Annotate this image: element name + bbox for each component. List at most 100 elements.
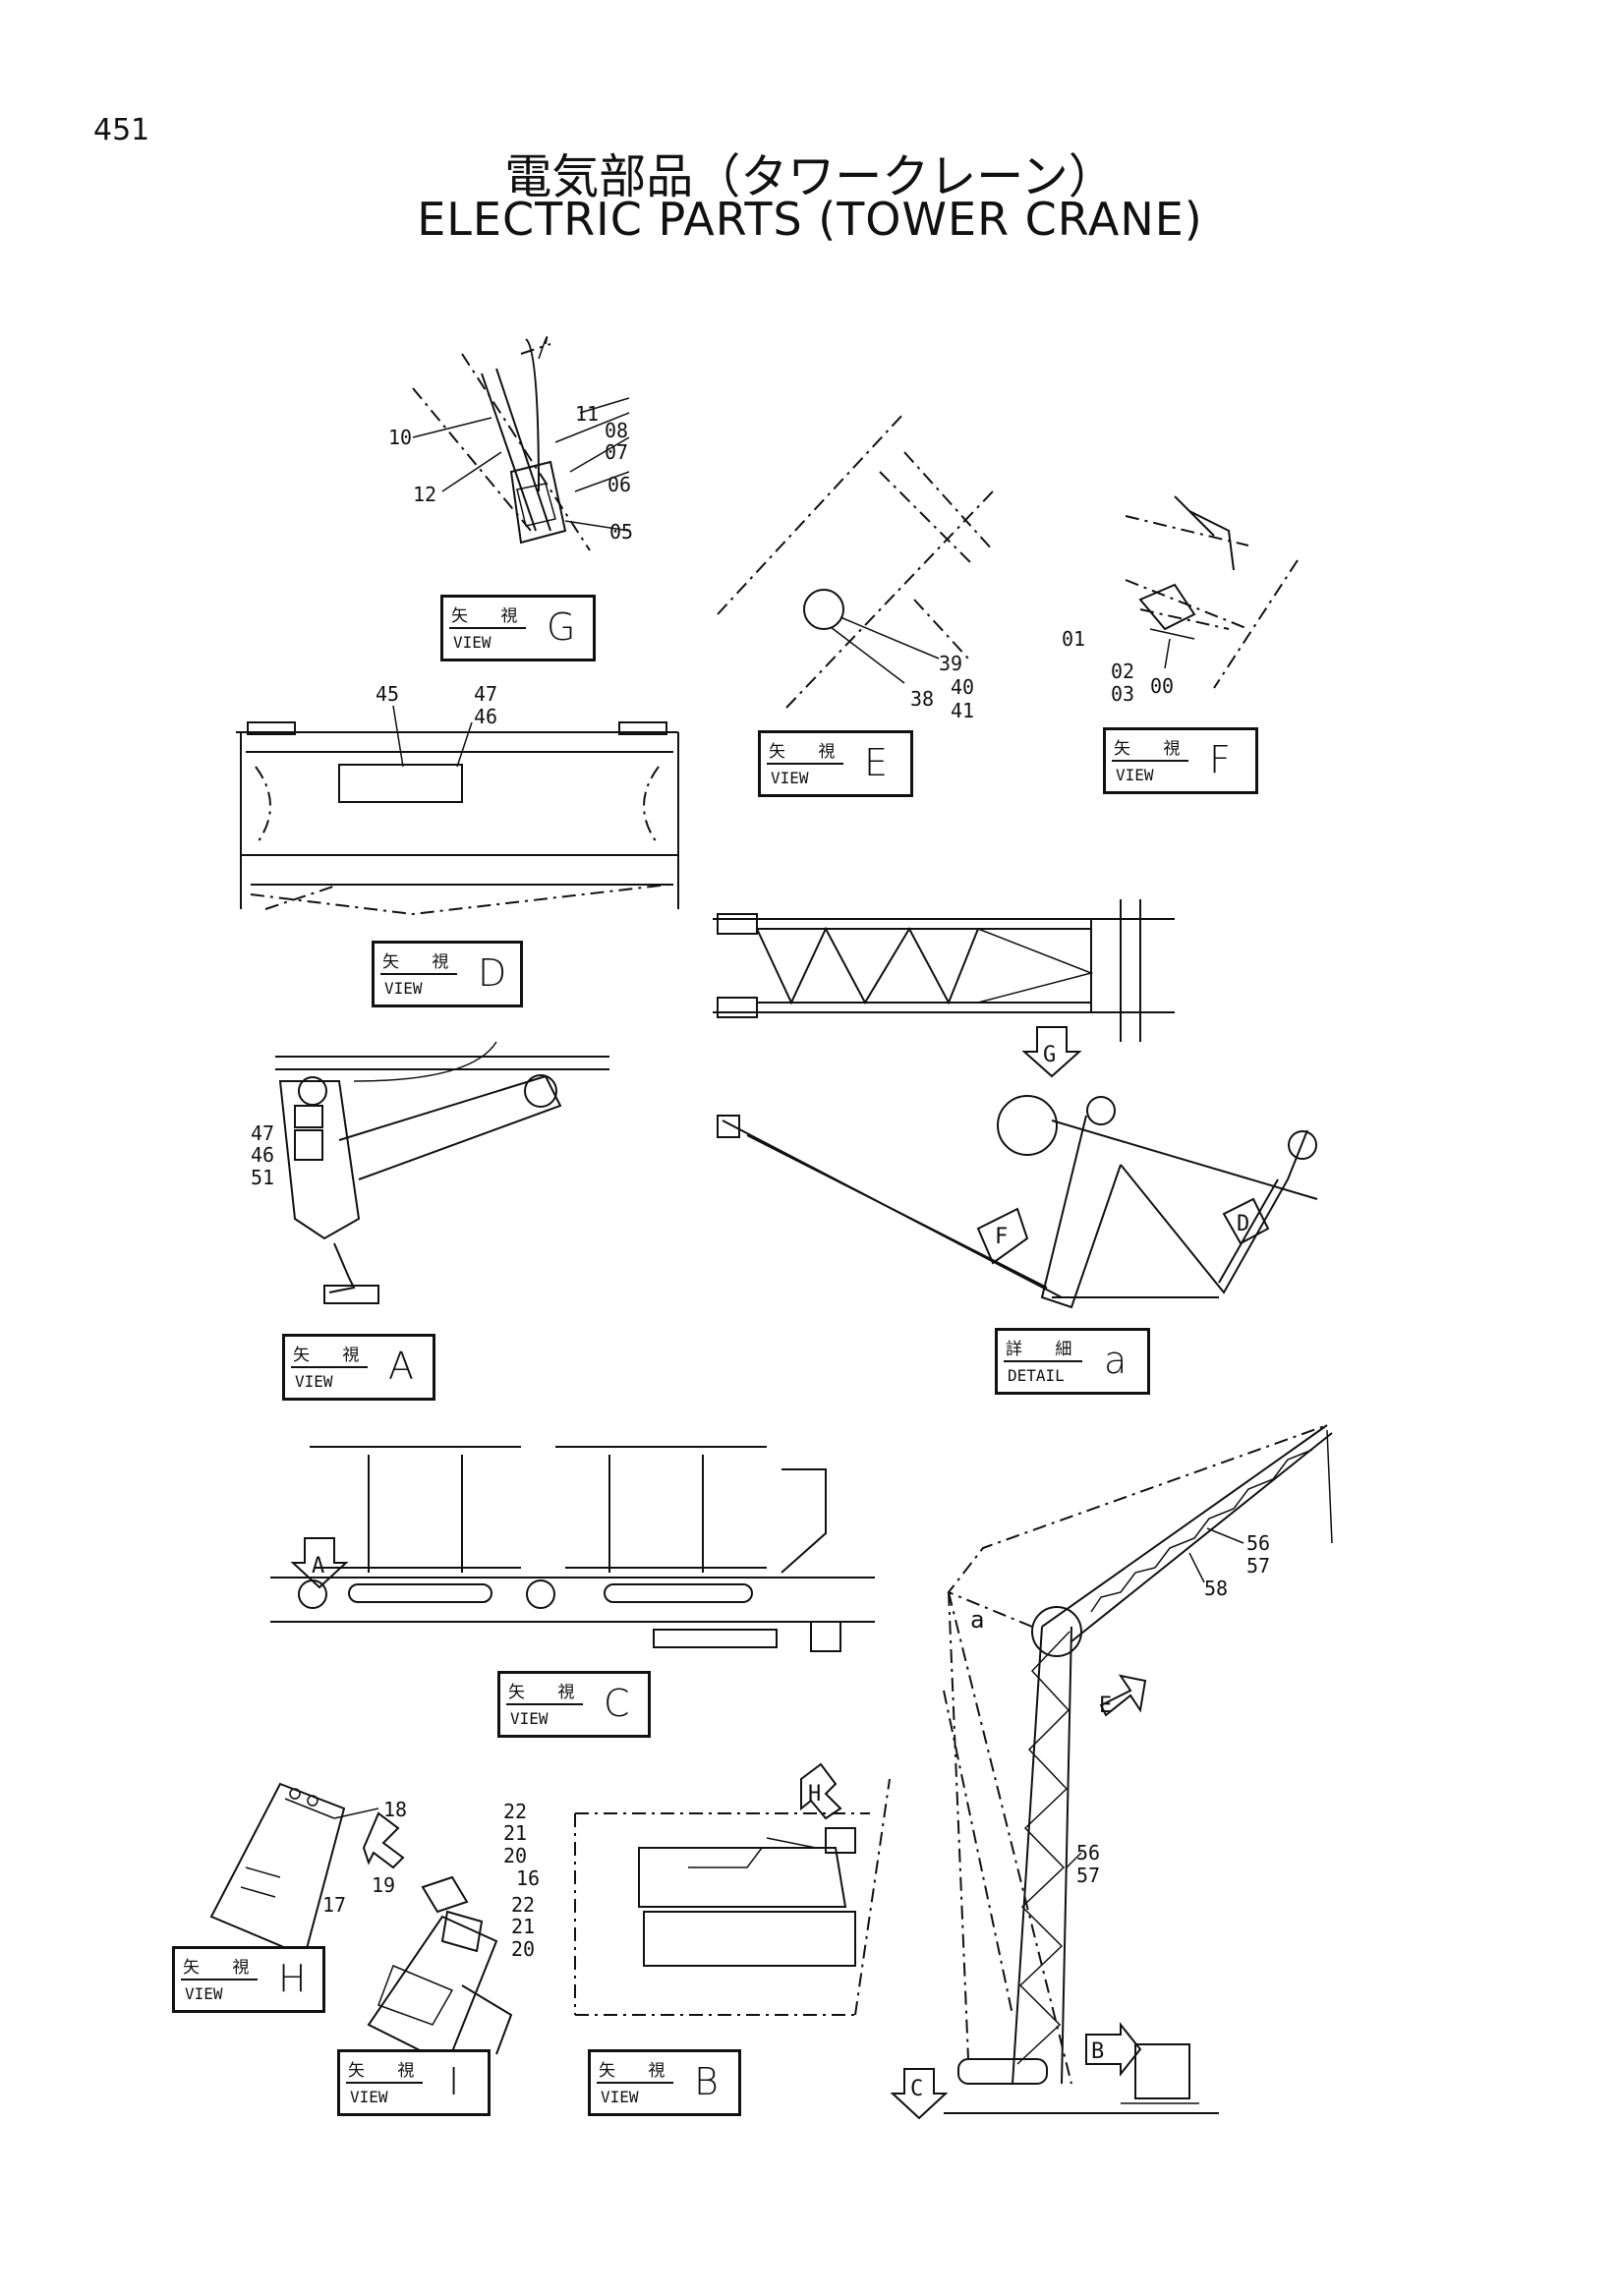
callout-21b: 21	[511, 1915, 535, 1938]
view-box-jp: 矢 視	[183, 1958, 263, 1978]
callout-56: 56	[1246, 1531, 1270, 1555]
view-box-f: 矢 視 VIEW F	[1103, 727, 1258, 794]
view-box-letter: A	[388, 1345, 414, 1388]
view-box-en: VIEW	[601, 2088, 639, 2106]
detail-a-marker: a	[970, 1606, 984, 1634]
view-e-drawing: 39 38 40 41	[717, 412, 994, 722]
callout-12: 12	[413, 483, 436, 506]
view-box-en: VIEW	[295, 1372, 333, 1391]
view-box-letter: D	[478, 951, 507, 995]
view-box-letter: I	[448, 2060, 460, 2103]
view-box-letter: G	[547, 605, 576, 649]
view-box-b: 矢 視 VIEW B	[588, 2049, 741, 2116]
callout-58: 58	[1204, 1577, 1228, 1600]
callout-46: 46	[251, 1143, 274, 1167]
view-box-jp: 矢 視	[599, 2061, 679, 2081]
arrow-d-letter: D	[1237, 1212, 1249, 1236]
callout-56b: 56	[1076, 1841, 1100, 1865]
arrow-a	[290, 1537, 349, 1589]
callout-41: 41	[951, 699, 974, 722]
callout-57: 57	[1246, 1554, 1270, 1578]
view-box-h: 矢 視 VIEW H	[172, 1946, 325, 2013]
view-box-jp: 矢 視	[1114, 739, 1194, 759]
callout-38: 38	[910, 687, 934, 711]
view-box-jp: 矢 視	[382, 952, 463, 972]
callout-06: 06	[608, 473, 631, 496]
view-f-drawing: 01 02 03 00	[1062, 495, 1299, 706]
callout-18: 18	[383, 1798, 407, 1821]
arrow-e-letter: E	[1099, 1693, 1112, 1718]
callout-51: 51	[251, 1166, 274, 1189]
callout-47: 47	[474, 682, 497, 706]
callout-11: 11	[575, 402, 599, 426]
callout-07: 07	[605, 440, 628, 464]
arrow-a-letter: A	[312, 1554, 324, 1578]
callout-21: 21	[503, 1821, 527, 1845]
arrow-f-letter: F	[995, 1225, 1008, 1249]
view-box-jp: 矢 視	[508, 1683, 589, 1702]
detail-a-drawing: D F	[717, 1095, 1318, 1309]
view-box-i: 矢 視 VIEW I	[337, 2049, 491, 2116]
view-box-jp: 矢 視	[293, 1346, 374, 1365]
callout-08: 08	[605, 419, 628, 442]
view-b-drawing: H	[574, 1762, 891, 2016]
callout-16: 16	[516, 1866, 540, 1890]
callout-19: 19	[372, 1873, 395, 1897]
view-d-drawing: 45 47 46	[236, 682, 679, 916]
callout-46: 46	[474, 705, 497, 728]
view-box-en: VIEW	[350, 2088, 388, 2106]
view-box-jp: 矢 視	[451, 606, 532, 626]
lamp-circle	[803, 589, 844, 630]
view-box-letter: C	[604, 1682, 630, 1725]
view-box-g: 矢 視 VIEW G	[440, 595, 596, 661]
arrow-g-letter: G	[1043, 1043, 1056, 1067]
view-g-drawing: 11 08 10 07 12 06 05	[388, 335, 633, 551]
callout-05: 05	[609, 520, 633, 544]
view-box-jp: 矢 視	[769, 742, 849, 762]
callout-22b: 22	[511, 1893, 535, 1917]
detail-box-a: 詳 細 DETAIL a	[995, 1328, 1150, 1395]
view-h-drawing: 18 17	[209, 1782, 407, 1958]
arrow-h	[362, 1811, 405, 1869]
view-box-en: VIEW	[1116, 766, 1154, 784]
callout-00: 00	[1150, 674, 1174, 698]
callout-47: 47	[251, 1121, 274, 1145]
view-box-letter: B	[694, 2060, 719, 2103]
boom-section-drawing: G	[713, 899, 1175, 1078]
view-box-en: VIEW	[453, 633, 492, 652]
callout-10: 10	[388, 426, 412, 449]
view-box-letter: a	[1104, 1339, 1128, 1382]
arrow-f	[976, 1207, 1029, 1265]
callout-20: 20	[503, 1844, 527, 1867]
view-box-e: 矢 視 VIEW E	[758, 730, 913, 797]
crane-overall-drawing: E B C a 56 57 58 56 57	[890, 1424, 1333, 2120]
title-japanese: 電気部品（タワークレーン）	[504, 149, 1116, 204]
view-d-component	[338, 764, 463, 803]
arrow-b-letter: B	[1091, 2039, 1104, 2064]
arrow-g	[1021, 1026, 1082, 1078]
page-number: 451	[93, 113, 150, 147]
title-english: ELECTRIC PARTS (TOWER CRANE)	[417, 193, 1203, 246]
view-box-d: 矢 視 VIEW D	[372, 941, 523, 1007]
callout-02: 02	[1111, 660, 1134, 683]
view-box-jp: 詳 細	[1006, 1340, 1086, 1359]
view-box-jp: 矢 視	[348, 2061, 429, 2081]
arrow-c	[890, 2068, 949, 2120]
arrow-e	[1099, 1674, 1147, 1717]
view-i-drawing: 22 21 20 19 16 22 21 20	[367, 1800, 540, 2066]
callout-39: 39	[939, 652, 962, 675]
callout-20b: 20	[511, 1937, 535, 1961]
view-c-drawing: A	[270, 1446, 875, 1652]
view-box-letter: F	[1209, 738, 1231, 781]
view-box-a: 矢 視 VIEW A	[282, 1334, 435, 1401]
view-box-en: DETAIL	[1008, 1366, 1065, 1385]
callout-57b: 57	[1076, 1864, 1100, 1887]
arrow-d	[1222, 1197, 1270, 1245]
view-box-en: VIEW	[771, 769, 809, 787]
view-box-c: 矢 視 VIEW C	[497, 1671, 651, 1738]
arrow-h2-letter: H	[808, 1782, 821, 1807]
arrow-b	[1085, 2022, 1142, 2077]
arrow-h2	[800, 1762, 842, 1820]
view-box-letter: E	[864, 741, 889, 784]
